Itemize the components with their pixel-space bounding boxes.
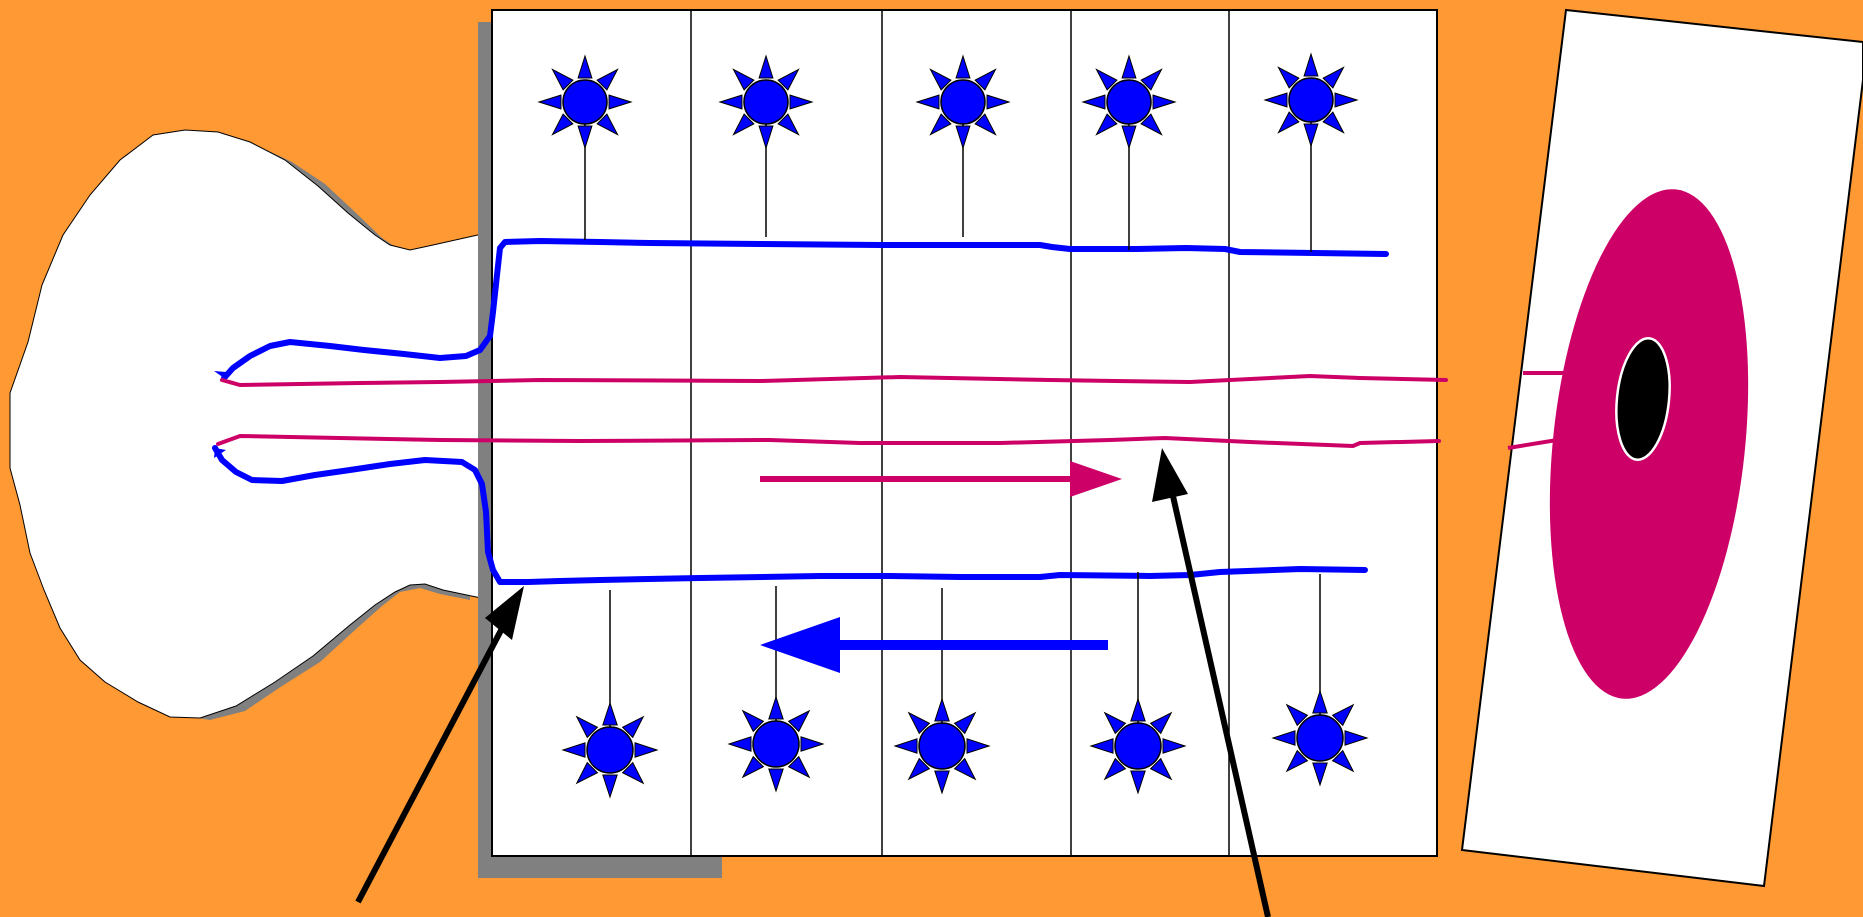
neuron-body bbox=[753, 721, 799, 767]
neuron-body bbox=[1297, 715, 1343, 761]
neuron-body bbox=[587, 727, 633, 773]
neuron-body bbox=[1107, 80, 1151, 124]
neuron-body bbox=[744, 80, 788, 124]
neuron-body bbox=[563, 80, 607, 124]
neuron-body bbox=[919, 723, 965, 769]
neuron-body bbox=[1289, 78, 1333, 122]
neuron-body bbox=[1115, 723, 1161, 769]
neuron-body bbox=[941, 80, 985, 124]
